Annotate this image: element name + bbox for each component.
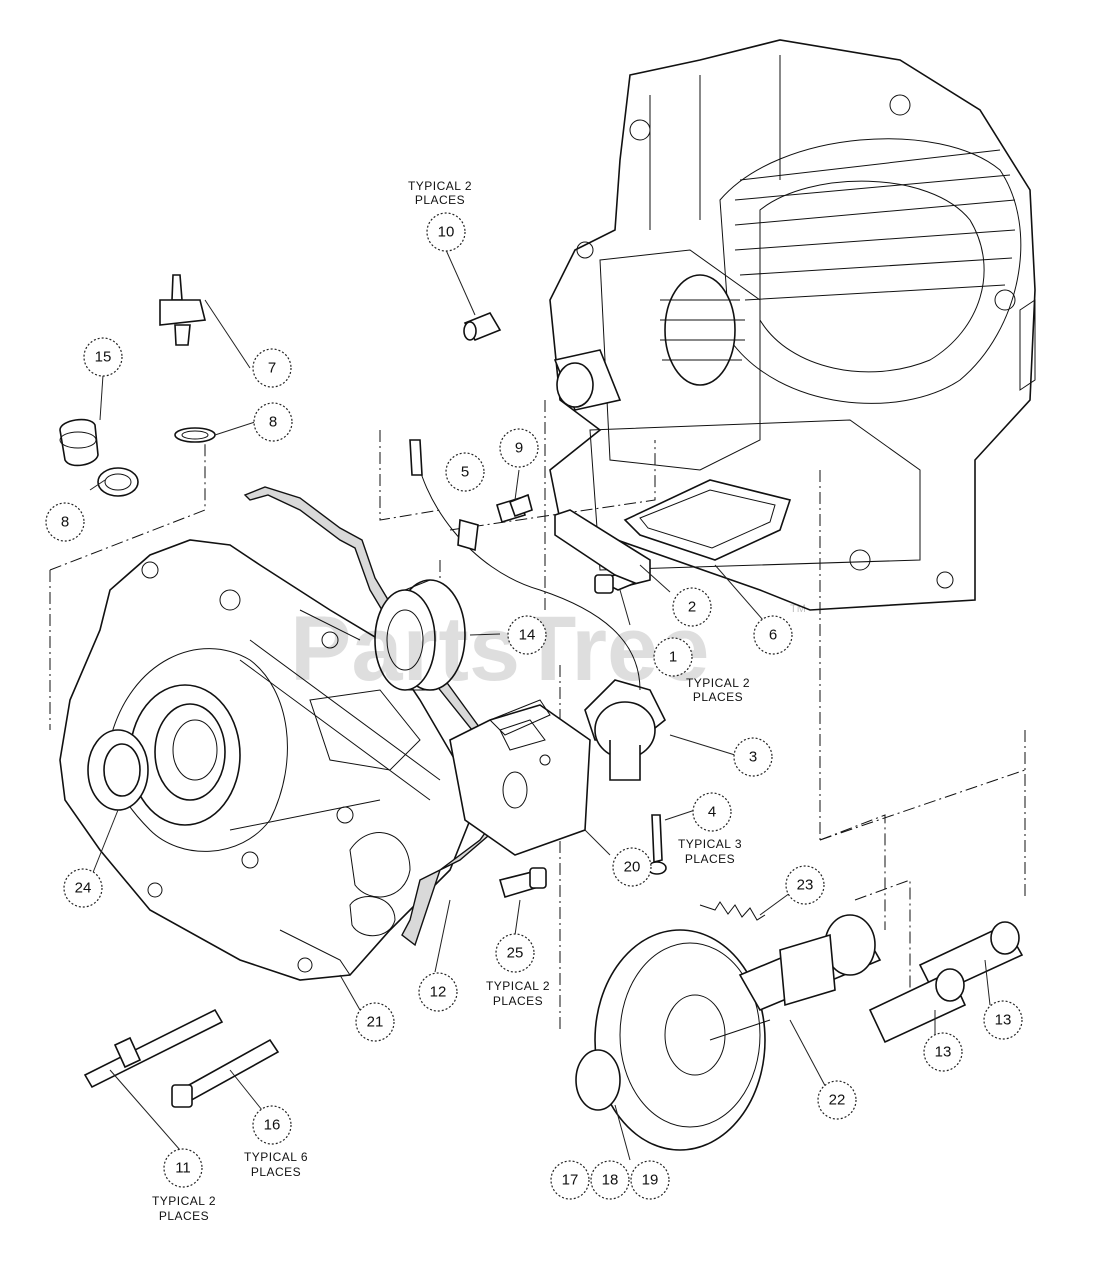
svg-text:1: 1 xyxy=(669,649,677,666)
note-11-line2: PLACES xyxy=(159,1209,209,1223)
note-1-line1: TYPICAL 2 xyxy=(686,676,750,690)
watermark-trademark: TM xyxy=(790,603,806,615)
gear-cover xyxy=(59,539,471,981)
svg-text:23: 23 xyxy=(797,877,814,894)
screw xyxy=(498,867,547,898)
callout-8-right: 8 xyxy=(253,402,293,442)
callout-21: 21 xyxy=(355,1002,395,1042)
callout-13-right: 13 xyxy=(983,1000,1023,1040)
callout-25: 25 xyxy=(495,933,535,973)
callout-19: 19 xyxy=(630,1160,670,1200)
callout-1: 1 xyxy=(653,637,693,677)
callout-18: 18 xyxy=(590,1160,630,1200)
svg-text:2: 2 xyxy=(688,599,696,616)
svg-text:16: 16 xyxy=(264,1117,281,1134)
note-4-line1: TYPICAL 3 xyxy=(678,837,742,851)
callout-8-left: 8 xyxy=(45,502,85,542)
svg-text:18: 18 xyxy=(602,1172,619,1189)
oil-seal xyxy=(87,729,149,811)
svg-text:10: 10 xyxy=(438,224,455,241)
dowel-pin xyxy=(463,312,502,341)
svg-text:5: 5 xyxy=(461,464,469,481)
callout-17: 17 xyxy=(550,1160,590,1200)
callout-11: 11 xyxy=(163,1148,203,1188)
cover-plate xyxy=(623,479,792,561)
svg-text:6: 6 xyxy=(769,627,777,644)
callout-24: 24 xyxy=(63,868,103,908)
svg-text:12: 12 xyxy=(430,984,447,1001)
svg-text:15: 15 xyxy=(95,349,112,366)
bolt xyxy=(171,1038,280,1108)
svg-text:3: 3 xyxy=(749,749,757,766)
lifter xyxy=(868,921,1024,1044)
note-10-line2: PLACES xyxy=(415,193,465,207)
svg-text:8: 8 xyxy=(61,514,69,531)
watermark: PartsTree xyxy=(290,598,709,700)
callout-10: 10 xyxy=(426,212,466,252)
svg-text:20: 20 xyxy=(624,859,641,876)
stud xyxy=(83,1008,224,1089)
svg-text:22: 22 xyxy=(829,1092,846,1109)
gasket xyxy=(243,486,506,947)
svg-text:13: 13 xyxy=(935,1044,952,1061)
svg-text:24: 24 xyxy=(75,880,92,897)
note-4-line2: PLACES xyxy=(685,852,735,866)
svg-text:25: 25 xyxy=(507,945,524,962)
engine-block xyxy=(549,39,1036,611)
callout-12: 12 xyxy=(418,972,458,1012)
svg-text:8: 8 xyxy=(269,414,277,431)
screw xyxy=(647,814,667,875)
pressure-switch xyxy=(159,274,216,443)
svg-text:19: 19 xyxy=(642,1172,659,1189)
svg-text:7: 7 xyxy=(268,360,276,377)
svg-text:13: 13 xyxy=(995,1012,1012,1029)
callout-14: 14 xyxy=(507,615,547,655)
screw xyxy=(496,493,533,524)
callout-13-left: 13 xyxy=(923,1032,963,1072)
bearing xyxy=(374,579,466,691)
leader-lines xyxy=(89,249,991,1161)
callout-2: 2 xyxy=(672,587,712,627)
callout-4: 4 xyxy=(692,792,732,832)
note-16-line2: PLACES xyxy=(251,1165,301,1179)
note-25-line1: TYPICAL 2 xyxy=(486,979,550,993)
svg-text:11: 11 xyxy=(175,1160,191,1177)
camshaft-gear xyxy=(594,914,882,1151)
callout-16: 16 xyxy=(252,1105,292,1145)
callout-20: 20 xyxy=(612,847,652,887)
svg-text:4: 4 xyxy=(708,804,716,821)
svg-text:14: 14 xyxy=(519,627,536,644)
svg-text:17: 17 xyxy=(562,1172,579,1189)
note-25-line2: PLACES xyxy=(493,994,543,1008)
screw xyxy=(594,574,638,594)
callout-5: 5 xyxy=(445,452,485,492)
callout-3: 3 xyxy=(733,737,773,777)
note-1-line2: PLACES xyxy=(693,690,743,704)
callout-22: 22 xyxy=(817,1080,857,1120)
callout-6: 6 xyxy=(753,615,793,655)
note-16-line1: TYPICAL 6 xyxy=(244,1150,308,1164)
callout-15: 15 xyxy=(83,337,123,377)
callout-23: 23 xyxy=(785,865,825,905)
bracket xyxy=(554,509,651,586)
callout-9: 9 xyxy=(499,428,539,468)
svg-text:9: 9 xyxy=(515,440,523,457)
spring xyxy=(699,901,766,921)
callout-7: 7 xyxy=(252,348,292,388)
svg-text:21: 21 xyxy=(367,1014,384,1031)
oil-sensor xyxy=(409,439,667,781)
washer xyxy=(575,1049,621,1111)
note-10-line1: TYPICAL 2 xyxy=(408,179,472,193)
note-11-line1: TYPICAL 2 xyxy=(152,1194,216,1208)
governor-bracket xyxy=(449,699,591,856)
drain-plug xyxy=(59,418,139,497)
